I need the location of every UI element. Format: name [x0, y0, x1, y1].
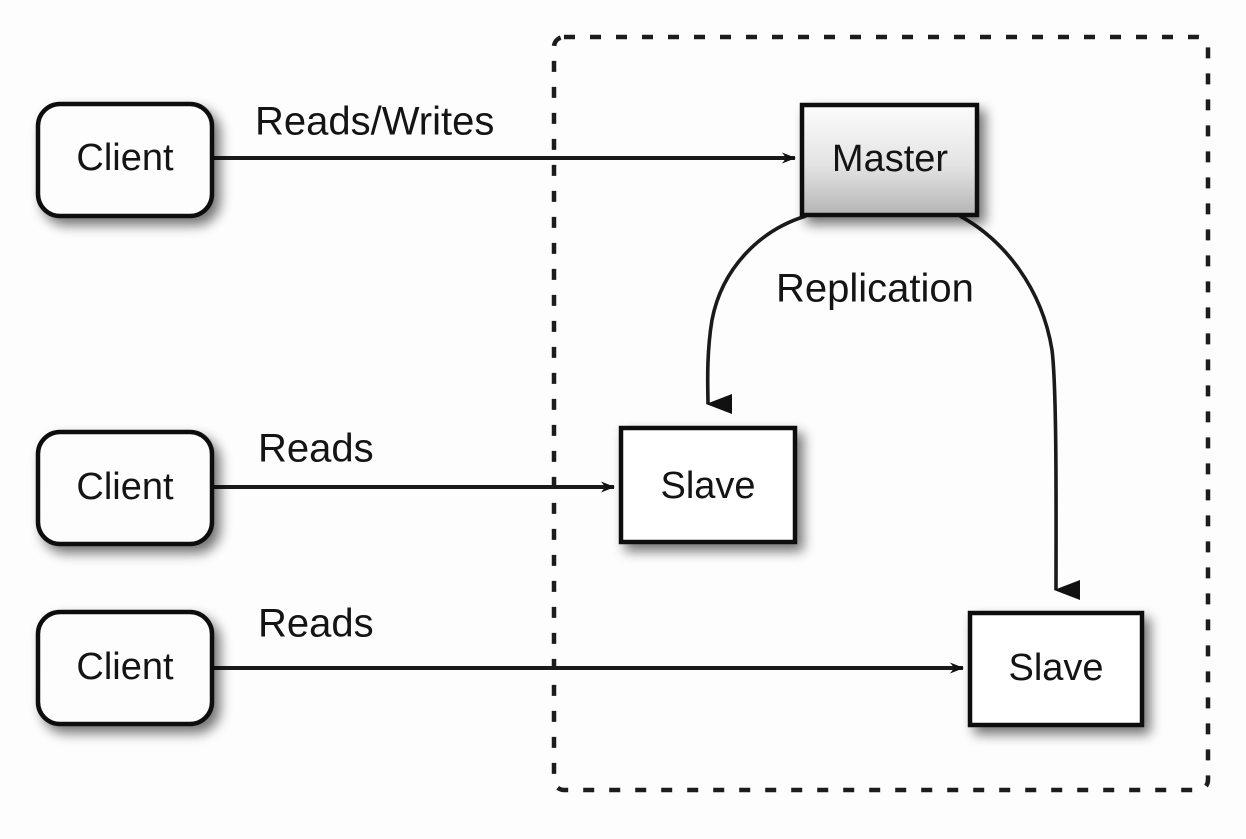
edge-master-to-slave1-replication [705, 214, 807, 414]
node-master[interactable] [799, 102, 980, 218]
edge-label-reads-slave1: Reads [258, 427, 374, 471]
edge-label-reads-writes: Reads/Writes [255, 100, 494, 144]
node-client-3[interactable] [35, 609, 215, 727]
edge-master-to-slave2-replication [959, 214, 1081, 601]
node-client-3-label: Client [76, 646, 174, 688]
edge-label-reads-slave2: Reads [258, 602, 374, 646]
edge-label-replication: Replication [776, 267, 974, 311]
node-slave-2[interactable] [967, 610, 1145, 728]
node-client-2[interactable] [35, 429, 215, 547]
replication-cluster-boundary [551, 34, 1211, 793]
node-client-2-label: Client [76, 466, 174, 508]
node-slave-2-label: Slave [1008, 647, 1103, 689]
node-client-1[interactable] [35, 101, 215, 219]
node-slave-1[interactable] [618, 425, 798, 545]
node-client-1-label: Client [76, 137, 174, 179]
node-slave-1-label: Slave [660, 465, 755, 507]
node-master-label: Master [832, 138, 948, 180]
